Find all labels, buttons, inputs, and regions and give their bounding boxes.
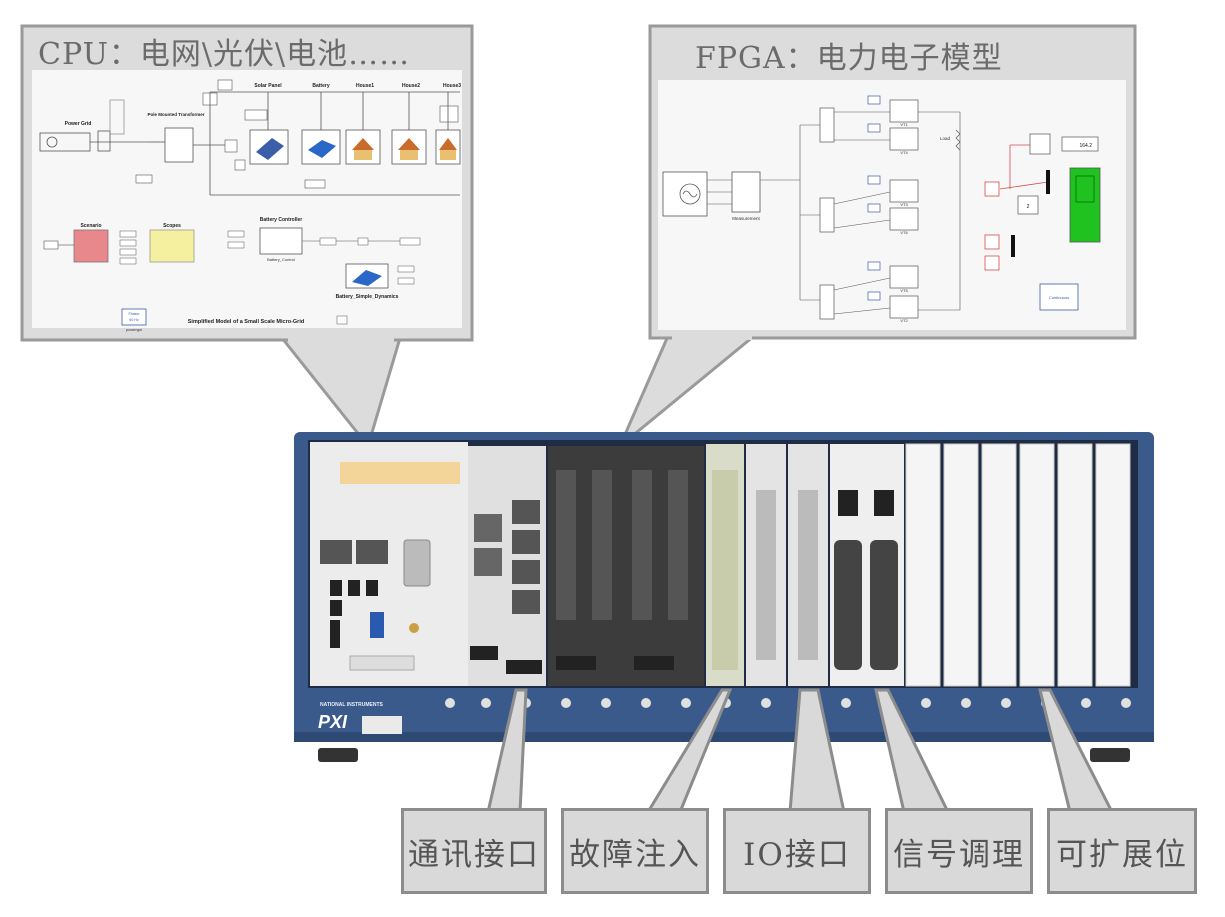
label-solar-panel: Solar Panel <box>254 83 282 89</box>
label-house3: House3 <box>443 83 461 89</box>
controller-module <box>310 442 468 686</box>
label-footer: Simplified Model of a Small Scale Micro-… <box>188 319 304 325</box>
solar-panel-block <box>244 92 289 165</box>
label-battery-dynamics: Battery_Simple_Dynamics <box>336 294 399 300</box>
label-measurement: Measurement <box>732 216 760 221</box>
chassis-maker: NATIONAL INSTRUMENTS <box>320 702 384 708</box>
label-battery: Battery <box>312 83 329 89</box>
label-vt3: VT3 <box>900 202 908 207</box>
comm-module <box>468 446 546 686</box>
signal-conditioning-module-1 <box>830 444 866 686</box>
fpga-callout-title: FPGA：电力电子模型 <box>695 41 1003 76</box>
house1-block <box>345 92 381 165</box>
continuous-block <box>1039 283 1079 311</box>
power-grid-block <box>39 99 150 152</box>
cpu-callout: Power Grid Pole Mounted Transformer Sola… <box>20 24 474 450</box>
label-vt5: VT5 <box>900 288 908 293</box>
label-house1: House1 <box>356 83 374 89</box>
house2-block <box>391 92 427 165</box>
house3-block <box>435 92 461 165</box>
label-pole-transformer: Pole Mounted Transformer <box>147 112 204 117</box>
label-expansion-slot: 可扩展位 <box>1047 808 1197 894</box>
label-phasor: Phasor <box>128 312 140 316</box>
label-scopes: Scopes <box>163 223 181 229</box>
fault-injection-module <box>706 444 744 686</box>
label-battery-controller: Battery Controller <box>260 217 303 223</box>
expansion-slots <box>905 443 1131 687</box>
io-module-2 <box>788 444 828 686</box>
pxi-chassis: PXI NATIONAL INSTRUMENTS <box>294 432 1154 762</box>
thyristor-bank <box>867 95 919 319</box>
front-label-plate <box>362 716 402 734</box>
label-vt6: VT6 <box>900 230 908 235</box>
label-fault-injection: 故障注入 <box>561 808 709 894</box>
display-block <box>1061 136 1099 152</box>
label-load: Load <box>940 136 951 141</box>
red-meters <box>984 144 1049 271</box>
label-phasor-freq: 60 Hz <box>129 318 138 322</box>
label-comm-interface: 通讯接口 <box>401 808 547 894</box>
scopes-block <box>149 229 195 263</box>
constant-block <box>1017 195 1039 215</box>
powergui-block <box>121 308 147 326</box>
transformer-a <box>819 107 835 143</box>
label-signal-conditioning: 信号调理 <box>885 808 1033 894</box>
label-vt1: VT1 <box>900 122 908 127</box>
label-small-value: 2 <box>1027 204 1030 210</box>
label-io-interface: IO接口 <box>723 808 871 894</box>
fpga-callout-pointer <box>618 334 759 448</box>
fpga-module-1 <box>548 446 624 686</box>
scope-block <box>1069 167 1101 243</box>
label-powergui: powergui <box>126 327 142 332</box>
measurement-block <box>731 171 761 213</box>
transformer-c <box>819 284 835 320</box>
scenario-block <box>73 229 109 263</box>
cpu-schematic-panel <box>32 70 462 328</box>
battery-controller-block <box>259 227 303 255</box>
battery-dynamics-block <box>345 263 415 289</box>
label-pointers <box>486 688 1115 814</box>
signal-conditioning-module-2 <box>866 444 904 686</box>
fpga-module-2 <box>624 446 704 686</box>
label-house2: House2 <box>402 83 420 89</box>
gain-block <box>1029 133 1051 155</box>
transformer-b <box>819 197 835 233</box>
transformer-block <box>164 127 194 163</box>
label-vt4: VT4 <box>900 150 908 155</box>
label-scenario: Scenario <box>80 223 101 229</box>
label-vt2: VT2 <box>900 318 908 323</box>
cpu-callout-title: CPU：电网\光伏\电池…… <box>38 37 410 72</box>
label-display-value: 164.2 <box>1079 143 1092 149</box>
battery-block <box>301 92 341 189</box>
chassis-brand-pxi: PXI <box>318 712 348 732</box>
fpga-callout: Measurement Load Continuous 164.2 2 VT1 … <box>618 24 1137 448</box>
ac-source-block <box>662 171 708 217</box>
label-power-grid: Power Grid <box>65 121 92 127</box>
label-battery-control: Battery_Control <box>267 257 295 262</box>
cpu-callout-pointer <box>278 336 403 450</box>
label-continuous: Continuous <box>1049 295 1069 300</box>
io-module-1 <box>746 444 786 686</box>
